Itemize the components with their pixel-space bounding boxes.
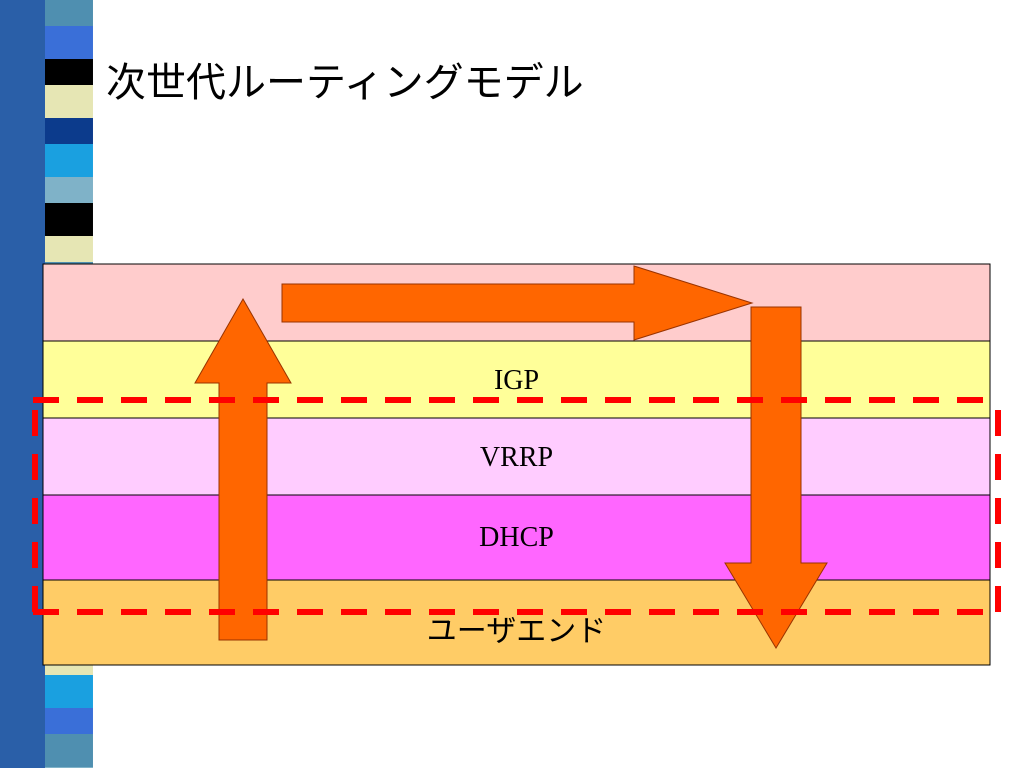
layer-label-vrrp: VRRP (479, 442, 554, 473)
strip-block (45, 734, 93, 767)
strip-block (45, 26, 93, 59)
layer-vrrp-band (42, 417, 991, 496)
down-arrow (724, 306, 828, 649)
layer-label-igp: IGP (493, 365, 540, 396)
strip-block (45, 59, 93, 85)
layer-dhcp-band (42, 494, 991, 581)
strip-block (45, 0, 93, 26)
right-arrow (281, 265, 754, 341)
strip-block (45, 118, 93, 144)
strip-block (45, 177, 93, 203)
layer-label-dhcp: DHCP (479, 522, 554, 553)
strip-block (45, 85, 93, 118)
strip-block (45, 708, 93, 734)
layer-user-end-band (42, 579, 991, 666)
dashed-boundary-box (32, 397, 1001, 615)
up-arrow (194, 297, 292, 641)
layer-label-user-end: ユーザエンド (426, 614, 607, 649)
strip-block (45, 675, 93, 708)
strip-block (45, 144, 93, 177)
strip-block (45, 203, 93, 236)
slide-title: 次世代ルーティングモデル (106, 60, 584, 106)
strip-block (45, 236, 93, 262)
